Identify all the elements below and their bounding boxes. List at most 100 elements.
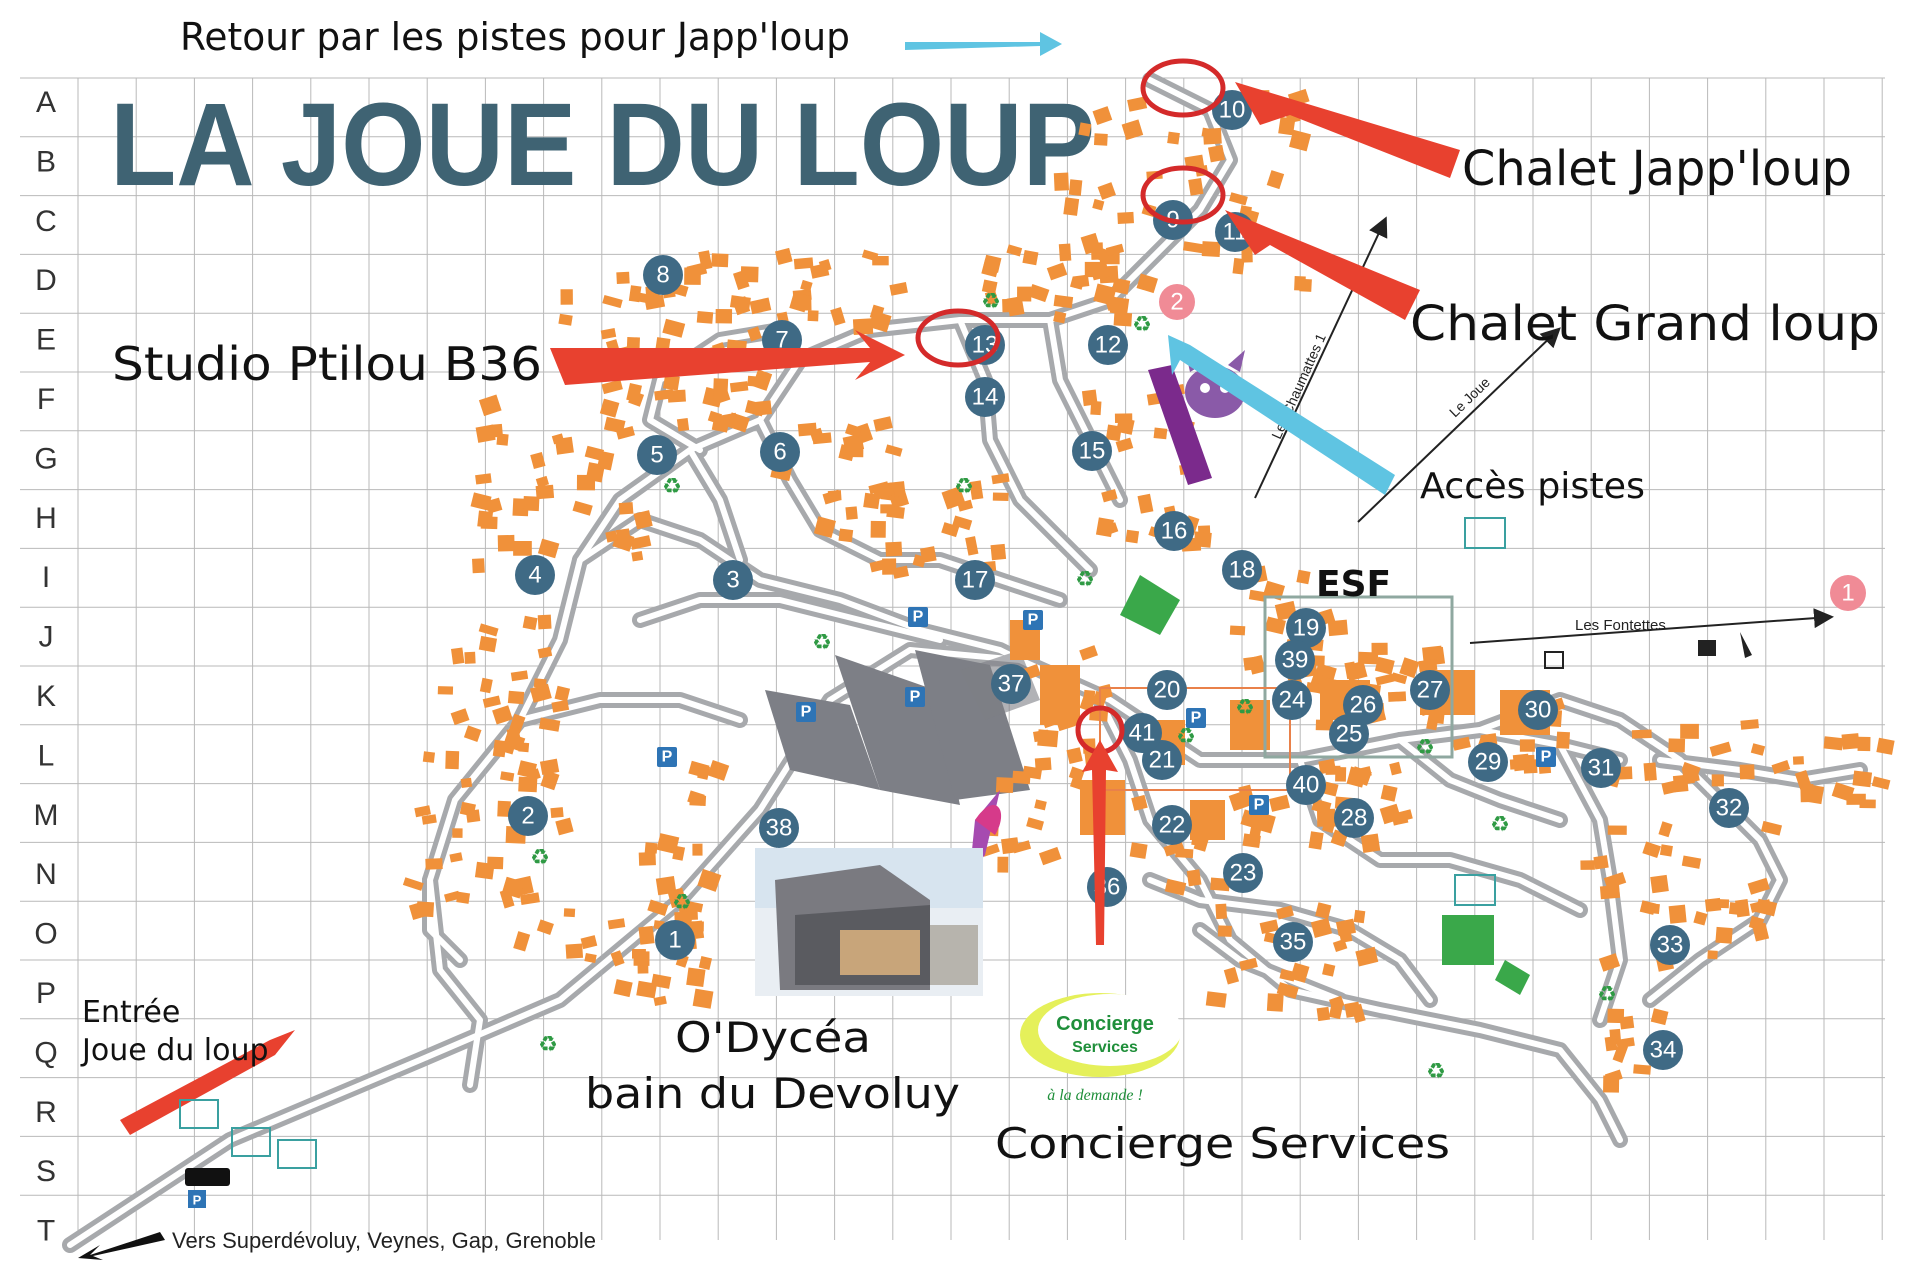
marker-36[interactable]: 36 — [1087, 867, 1127, 907]
building — [1317, 808, 1336, 827]
building — [402, 877, 424, 891]
marker-number: 15 — [1079, 438, 1106, 465]
building — [1323, 781, 1339, 797]
marker-30[interactable]: 30 — [1518, 690, 1558, 730]
building — [460, 777, 473, 789]
building — [478, 635, 498, 653]
marker-number: 19 — [1293, 615, 1320, 642]
building — [654, 388, 674, 401]
marker-38[interactable]: 38 — [759, 808, 799, 848]
building — [540, 770, 560, 791]
building — [1315, 719, 1334, 731]
building — [558, 313, 573, 326]
building — [1715, 926, 1733, 944]
building — [513, 540, 532, 556]
marker-17[interactable]: 17 — [955, 560, 995, 600]
marker-23[interactable]: 23 — [1223, 853, 1263, 893]
building — [599, 398, 620, 418]
building — [600, 328, 617, 340]
building — [1686, 768, 1700, 783]
marker-4[interactable]: 4 — [515, 555, 555, 595]
building — [1658, 821, 1673, 838]
row-letter-p: P — [36, 977, 56, 1010]
marker-34[interactable]: 34 — [1643, 1030, 1683, 1070]
building — [800, 279, 813, 292]
building — [1269, 794, 1291, 812]
building — [499, 888, 515, 909]
building — [1012, 770, 1031, 785]
recycle-icon: ♻ — [538, 1033, 558, 1058]
marker-number: 34 — [1650, 1037, 1677, 1064]
marker-circle — [955, 560, 995, 600]
marker-circle — [1650, 925, 1690, 965]
marker-28[interactable]: 28 — [1334, 798, 1374, 838]
marker-circle — [1273, 922, 1313, 962]
marker-31[interactable]: 31 — [1581, 748, 1621, 788]
road-center-11 — [427, 877, 463, 963]
marker-14[interactable]: 14 — [965, 377, 1005, 417]
row-letter-o: O — [34, 918, 57, 951]
marker-number: 39 — [1282, 647, 1309, 674]
marker-number: 35 — [1280, 929, 1307, 956]
building — [809, 263, 830, 279]
marker-35[interactable]: 35 — [1273, 922, 1313, 962]
building — [1709, 741, 1732, 757]
building — [1092, 106, 1113, 125]
building — [845, 506, 858, 520]
marker-circle — [965, 325, 1005, 365]
building — [1105, 243, 1125, 257]
marker-13[interactable]: 13 — [965, 325, 1005, 365]
building — [1388, 691, 1407, 702]
marker-33[interactable]: 33 — [1650, 925, 1690, 965]
marker-39[interactable]: 39 — [1275, 640, 1315, 680]
marker-circle — [1072, 431, 1112, 471]
marker-41[interactable]: 41 — [1122, 713, 1162, 753]
building — [617, 529, 630, 544]
building — [845, 423, 862, 438]
building — [1117, 211, 1134, 224]
building — [1068, 179, 1083, 196]
lift-marker-1[interactable]: 1 — [1830, 575, 1866, 611]
marker-1[interactable]: 1 — [655, 920, 695, 960]
building — [1038, 846, 1062, 866]
building — [1739, 764, 1755, 780]
building — [538, 717, 561, 732]
marker-5[interactable]: 5 — [637, 435, 677, 475]
lift-marker-2[interactable]: 2 — [1159, 284, 1195, 320]
marker-circle — [1272, 680, 1312, 720]
building — [1379, 803, 1402, 825]
building — [449, 852, 463, 863]
marker-37[interactable]: 37 — [991, 664, 1031, 704]
marker-16[interactable]: 16 — [1154, 511, 1194, 551]
marker-19[interactable]: 19 — [1286, 608, 1326, 648]
marker-12[interactable]: 12 — [1088, 325, 1128, 365]
marker-26[interactable]: 26 — [1343, 685, 1383, 725]
marker-20[interactable]: 20 — [1147, 670, 1187, 710]
marker-8[interactable]: 8 — [643, 255, 683, 295]
building — [957, 499, 974, 512]
building — [535, 475, 550, 488]
building — [1228, 790, 1251, 812]
marker-29[interactable]: 29 — [1468, 742, 1508, 782]
marker-24[interactable]: 24 — [1272, 680, 1312, 720]
marker-2[interactable]: 2 — [508, 796, 548, 836]
building — [1355, 946, 1379, 967]
marker-18[interactable]: 18 — [1222, 550, 1262, 590]
marker-number: 4 — [528, 562, 541, 589]
entrance-icons: P — [179, 517, 1506, 1208]
marker-27[interactable]: 27 — [1410, 670, 1450, 710]
marker-3[interactable]: 3 — [713, 560, 753, 600]
marker-15[interactable]: 15 — [1072, 431, 1112, 471]
building — [870, 520, 886, 538]
marker-40[interactable]: 40 — [1286, 765, 1326, 805]
marker-6[interactable]: 6 — [760, 432, 800, 472]
building — [684, 900, 704, 913]
marker-32[interactable]: 32 — [1709, 788, 1749, 828]
recycle-icon: ♻ — [1075, 568, 1095, 593]
marker-circle — [1343, 685, 1383, 725]
building — [1093, 283, 1117, 306]
building — [1070, 276, 1085, 290]
marker-22[interactable]: 22 — [1152, 805, 1192, 845]
building — [1137, 493, 1154, 514]
building — [984, 290, 999, 306]
